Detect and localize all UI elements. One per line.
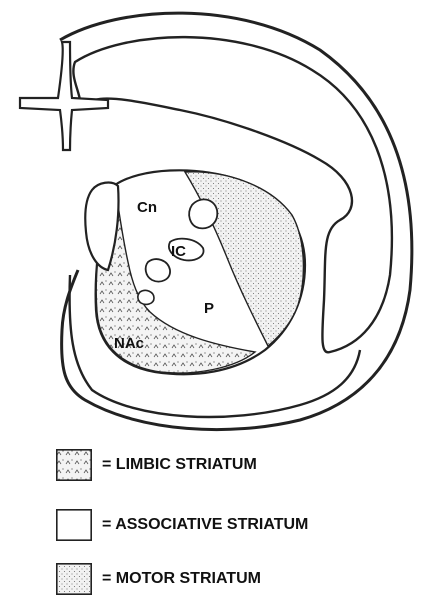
legend-item-limbic: = LIMBIC STRIATUM — [56, 448, 257, 482]
legend-item-motor: = MOTOR STRIATUM — [56, 562, 261, 596]
legend-label-motor: = MOTOR STRIATUM — [102, 570, 261, 588]
ventricle-cross — [20, 42, 108, 150]
limbic-swatch — [56, 449, 92, 481]
label-nucleus-accumbens: NAc — [114, 335, 144, 352]
internal-capsule-island-1 — [189, 199, 217, 228]
label-internal-capsule: IC — [171, 243, 186, 260]
label-putamen: P — [204, 300, 214, 317]
legend-label-limbic: = LIMBIC STRIATUM — [102, 456, 257, 474]
legend-item-associative: = ASSOCIATIVE STRIATUM — [56, 508, 308, 542]
internal-capsule-island-3 — [146, 259, 170, 281]
associative-swatch — [56, 509, 92, 541]
label-caudate: Cn — [137, 199, 157, 216]
motor-swatch — [56, 563, 92, 595]
internal-capsule-island-4 — [138, 290, 154, 304]
legend-label-associative: = ASSOCIATIVE STRIATUM — [102, 516, 308, 534]
